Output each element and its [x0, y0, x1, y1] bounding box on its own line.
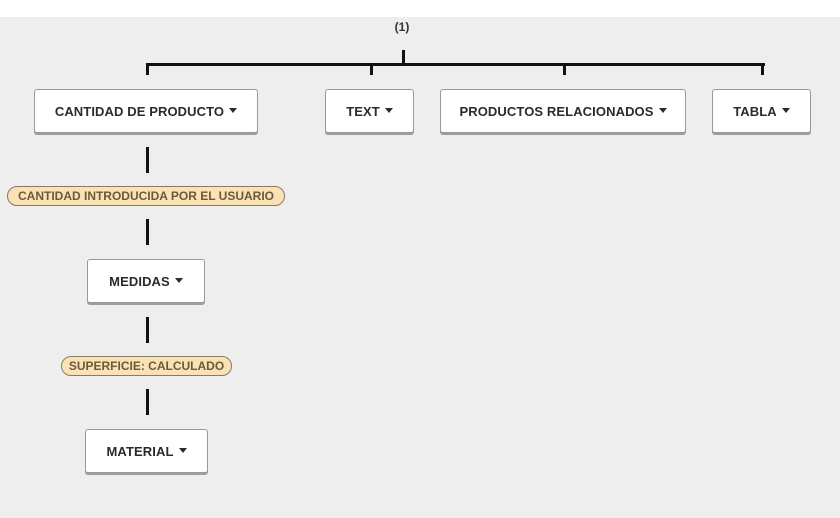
node-medidas[interactable]: MEDIDAS [87, 259, 205, 303]
node-tabla-label: TABLA [733, 103, 777, 119]
node-productos-relacionados-label: PRODUCTOS RELACIONADOS [459, 103, 654, 119]
connector-condition-to-medidas [146, 219, 149, 245]
condition-cantidad-introducida: CANTIDAD INTRODUCIDA POR EL USUARIO [7, 186, 285, 206]
caret-down-icon[interactable] [658, 107, 667, 113]
node-cantidad-de-producto[interactable]: CANTIDAD DE PRODUCTO [34, 89, 258, 133]
branch-connector-productos [563, 63, 566, 75]
condition-cantidad-introducida-label: CANTIDAD INTRODUCIDA POR EL USUARIO [17, 189, 274, 203]
connector-condition-to-material [146, 389, 149, 415]
caret-down-icon[interactable] [229, 107, 238, 113]
condition-superficie-label: SUPERFICIE: CALCULADO [68, 359, 225, 373]
node-material-label: MATERIAL [106, 443, 174, 459]
node-text-label: TEXT [346, 103, 380, 119]
root-connector-vertical [402, 50, 405, 65]
caret-down-icon[interactable] [781, 107, 790, 113]
condition-superficie: SUPERFICIE: CALCULADO [61, 356, 232, 376]
caret-down-icon[interactable] [178, 447, 187, 453]
branch-connector-tabla [761, 63, 764, 75]
root-node-label: (1) [394, 20, 410, 34]
caret-down-icon[interactable] [174, 277, 183, 283]
root-connector-horizontal [146, 63, 765, 66]
node-material[interactable]: MATERIAL [85, 429, 208, 473]
node-cantidad-de-producto-label: CANTIDAD DE PRODUCTO [54, 103, 225, 119]
branch-connector-cantidad [146, 63, 149, 75]
caret-down-icon[interactable] [384, 107, 393, 113]
connector-medidas-to-condition [146, 317, 149, 343]
connector-cantidad-to-condition [146, 147, 149, 173]
node-text[interactable]: TEXT [325, 89, 414, 133]
node-productos-relacionados[interactable]: PRODUCTOS RELACIONADOS [440, 89, 686, 133]
node-tabla[interactable]: TABLA [712, 89, 811, 133]
branch-connector-text [370, 63, 373, 75]
node-medidas-label: MEDIDAS [109, 273, 170, 289]
